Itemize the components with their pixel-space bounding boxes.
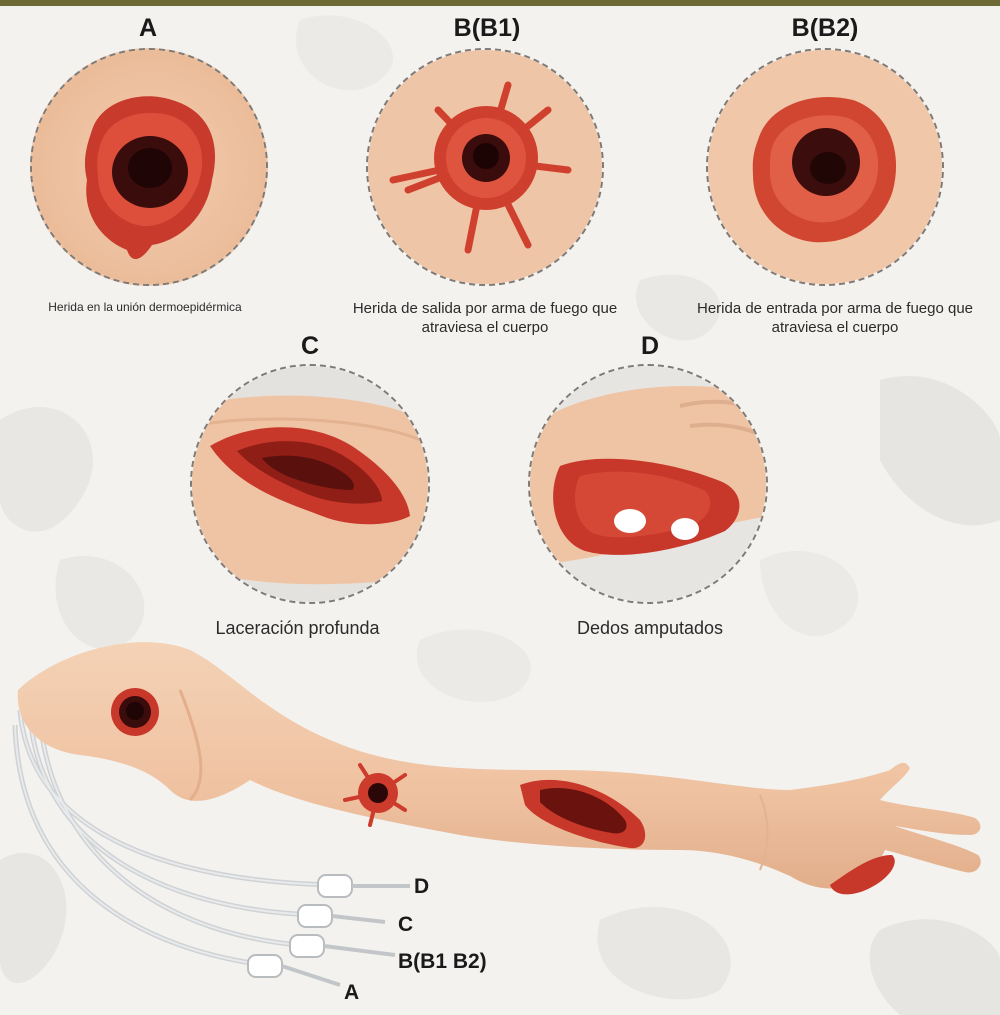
panel-b1-caption: Herida de salida por arma de fuego que a… xyxy=(320,300,650,338)
panel-b2-caption-line1: Herida de entrada por arma de fuego que xyxy=(696,300,974,317)
top-border-bar xyxy=(0,0,1000,6)
panel-d-caption: Dedos amputados xyxy=(576,618,724,638)
tube-label-b: B(B1 B2) xyxy=(398,950,487,973)
panel-a-wound-closeup xyxy=(30,48,268,286)
panel-d-wound-closeup xyxy=(528,364,768,604)
panel-b1-letter: B(B1) xyxy=(453,14,521,42)
panel-d-letter: D xyxy=(640,332,660,360)
arm-wound-d xyxy=(830,855,895,895)
panel-b2-caption: Herida de entrada por arma de fuego que … xyxy=(670,300,1000,338)
panel-b1-caption-line2: atraviesa el cuerpo xyxy=(421,318,549,336)
arm-wound-c xyxy=(520,779,646,849)
tube-label-a: A xyxy=(344,981,360,1004)
arm-wound-a xyxy=(111,688,159,736)
tube-label-d: D xyxy=(414,875,430,898)
panel-b1-wound-closeup xyxy=(366,48,604,286)
panel-b2-letter: B(B2) xyxy=(791,14,859,42)
panel-b1-caption-line1: Herida de salida por arma de fuego que xyxy=(352,300,618,317)
arm-wound-b xyxy=(343,763,407,827)
panel-a-caption: Herida en la unión dermoepidérmica xyxy=(48,300,242,314)
panel-c-letter: C xyxy=(300,332,320,360)
arm-model xyxy=(12,642,981,987)
panel-b2-caption-line2: atraviesa el cuerpo xyxy=(771,318,899,336)
panel-b2-wound-closeup xyxy=(706,48,944,286)
tube-label-c: C xyxy=(398,913,414,936)
panel-a-letter: A xyxy=(138,14,158,42)
panel-c-caption: Laceración profunda xyxy=(215,618,380,638)
panel-c-wound-closeup xyxy=(190,364,430,604)
